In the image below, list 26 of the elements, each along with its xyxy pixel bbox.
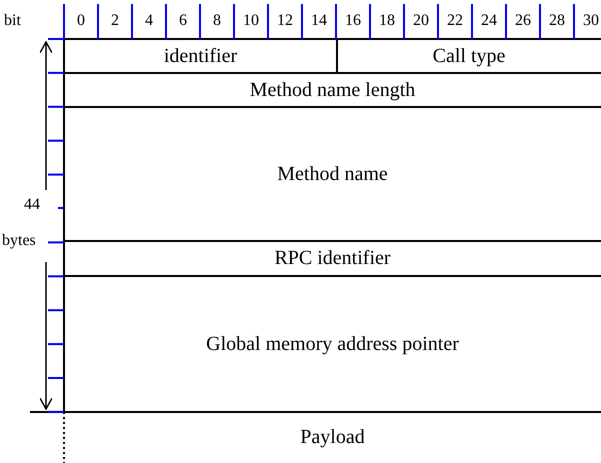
bit-number: 6 [179,12,187,30]
axis-label: bit [4,12,21,30]
bit-number: 2 [111,12,119,30]
bit-number: 0 [77,12,85,30]
bit-number: 24 [481,12,497,30]
field-label: Payload [300,426,365,449]
field-label: Method name [277,162,388,186]
field-label: Call type [432,44,506,68]
bit-number: 20 [413,12,429,30]
bit-number: 18 [379,12,395,30]
bit-number: 22 [447,12,463,30]
bit-number: 8 [213,12,221,30]
bit-number: 12 [277,12,293,30]
bit-number: 10 [243,12,259,30]
bit-number: 4 [145,12,153,30]
bit-number: 26 [515,12,531,30]
size-value: 44 [24,196,40,214]
field-label: Method name length [250,78,416,102]
bit-number: 30 [583,12,599,30]
field-label: RPC identifier [274,247,391,270]
field-label: Global memory address pointer [206,332,459,356]
bit-number: 16 [345,12,361,30]
bit-number: 28 [549,12,565,30]
bit-number: 14 [311,12,327,30]
size-unit: bytes [2,232,36,250]
field-label: identifier [164,44,238,68]
